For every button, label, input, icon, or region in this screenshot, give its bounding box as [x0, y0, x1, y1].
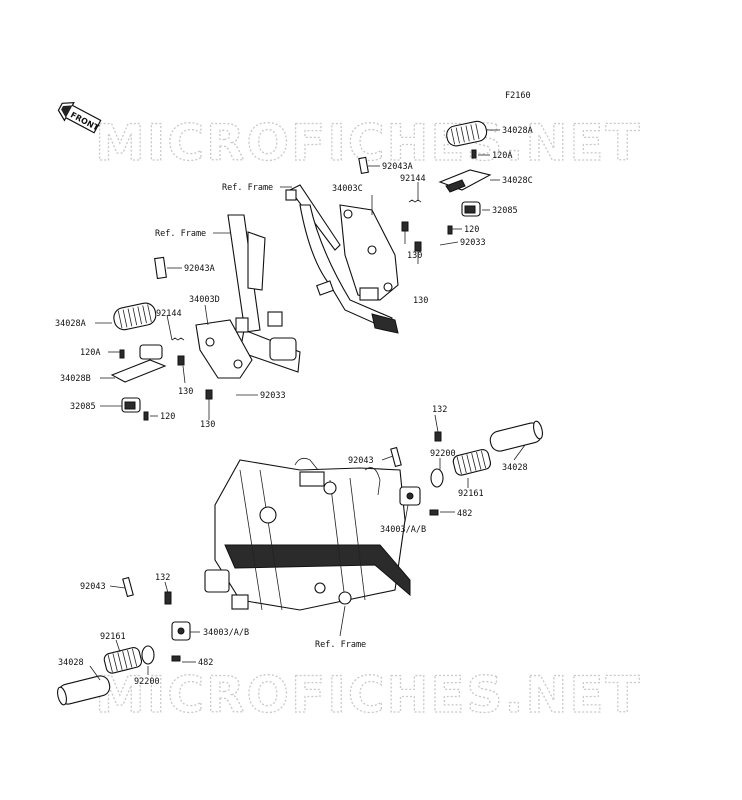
label-92043-left: 92043	[80, 582, 106, 592]
label-482-right: 482	[457, 509, 472, 519]
label-34003D: 34003D	[189, 295, 220, 305]
label-34028B: 34028B	[60, 374, 91, 384]
label-92161-right: 92161	[458, 489, 484, 499]
label-92144-left: 92144	[156, 309, 182, 319]
label-120A-right: 120A	[492, 151, 512, 161]
label-ref-frame-2: Ref. Frame	[155, 229, 206, 239]
left-passenger-peg	[56, 576, 191, 706]
label-92043A-right: 92043A	[382, 162, 413, 172]
frame-assembly	[204, 457, 411, 611]
right-passenger-peg	[390, 420, 544, 516]
label-34003C: 34003C	[332, 184, 363, 194]
label-32085-right: 32085	[492, 206, 518, 216]
part-labels: 34028A 120A 92043A 92144 34028C 34003C 3…	[55, 126, 533, 687]
label-92161-left: 92161	[100, 632, 126, 642]
label-34028-right: 34028	[502, 463, 528, 473]
label-130-left-2: 130	[200, 420, 215, 430]
label-ref-frame-1: Ref. Frame	[222, 183, 273, 193]
label-34003AB-right: 34003/A/B	[380, 525, 426, 535]
label-32085-left: 32085	[70, 402, 96, 412]
watermark-top: MICROFICHES.NET	[95, 114, 642, 172]
label-132-left: 132	[155, 573, 170, 583]
label-92144-right: 92144	[400, 174, 426, 184]
label-132-right: 132	[432, 405, 447, 415]
left-footpeg-assembly	[110, 214, 301, 421]
label-92200-left: 92200	[134, 677, 160, 687]
label-92033-right: 92033	[460, 238, 486, 248]
label-34003AB-left: 34003/A/B	[203, 628, 249, 638]
footpeg-rubber-right	[446, 120, 488, 147]
label-92043-right: 92043	[348, 456, 374, 466]
label-120-left: 120	[160, 412, 175, 422]
label-34028C: 34028C	[502, 176, 533, 186]
label-482-left: 482	[198, 658, 213, 668]
right-footpeg-assembly	[285, 120, 492, 334]
watermark-bottom: MICROFICHES.NET	[95, 666, 642, 724]
figure-code: F2160	[505, 91, 531, 101]
label-130-left-1: 130	[178, 387, 193, 397]
label-130-right-1: 130	[407, 251, 422, 261]
label-92043A-left: 92043A	[184, 264, 215, 274]
label-34028-left: 34028	[58, 658, 84, 668]
label-130-right-2: 130	[413, 296, 428, 306]
label-92033-left: 92033	[260, 391, 286, 401]
label-120A-left: 120A	[80, 348, 100, 358]
label-34028A-left: 34028A	[55, 319, 86, 329]
leader-lines	[89, 129, 526, 681]
label-34028A-right: 34028A	[502, 126, 533, 136]
label-ref-frame-3: Ref. Frame	[315, 640, 366, 650]
label-92200-right: 92200	[430, 449, 456, 459]
footpeg-rubber-left	[113, 302, 157, 331]
label-120-right: 120	[464, 225, 479, 235]
